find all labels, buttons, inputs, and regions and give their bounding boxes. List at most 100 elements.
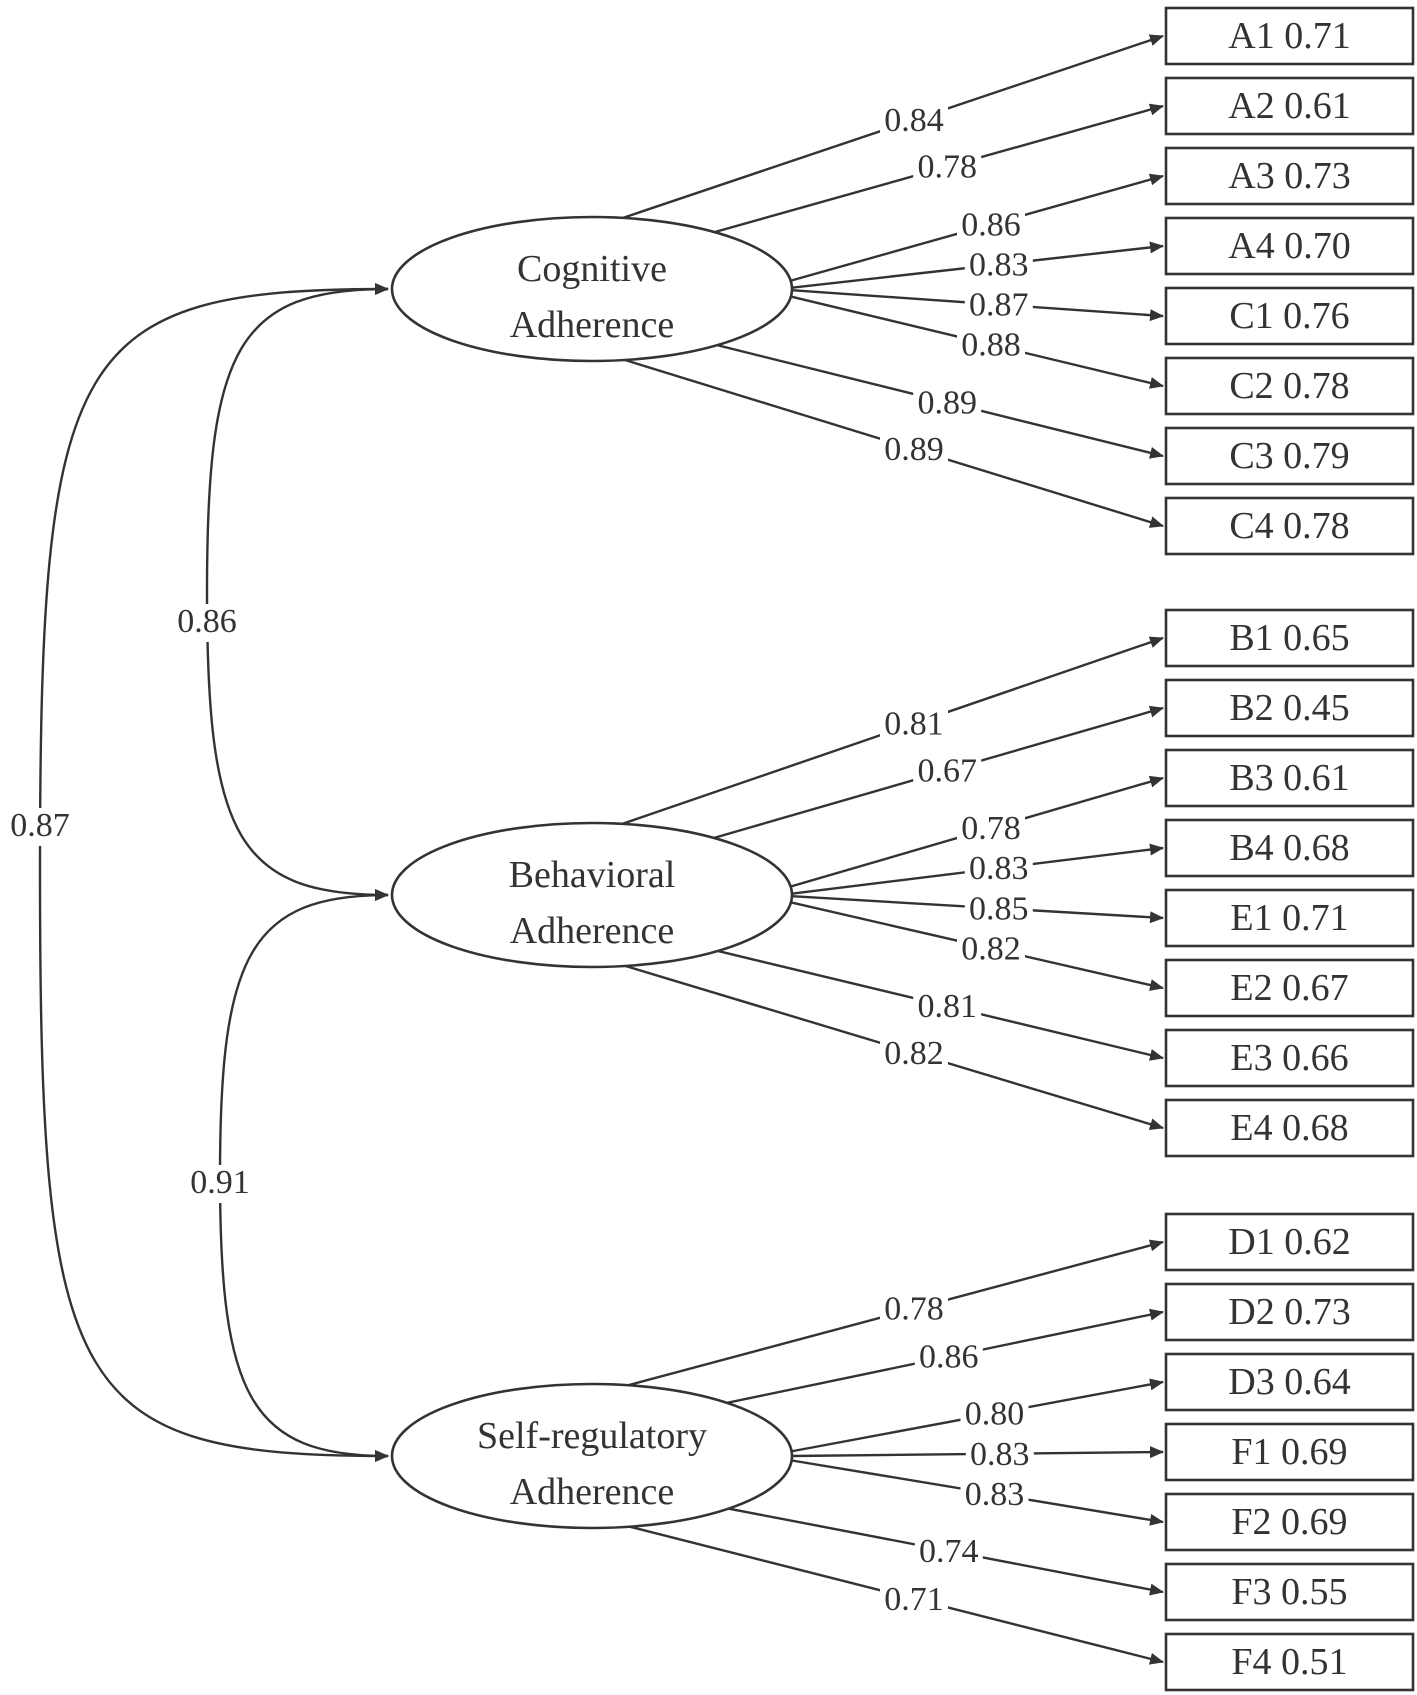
indicator-box-C4 <box>1164 496 1415 556</box>
indicator-box-C3 <box>1164 426 1415 486</box>
indicator-box-D3 <box>1164 1352 1415 1412</box>
correlation-arc-cognitive-behavioral <box>205 283 389 593</box>
loading-label-E3: 0.81 <box>917 988 977 1025</box>
indicator-label-A1: A1 0.71 <box>1228 15 1350 57</box>
loading-label-B2: 0.67 <box>917 753 977 790</box>
indicator-box-F2 <box>1164 1492 1415 1552</box>
indicator-label-F1: F1 0.69 <box>1231 1431 1347 1473</box>
loading-label-bg <box>913 383 982 418</box>
loading-label-F4: 0.71 <box>884 1581 944 1618</box>
loading-label-C1: 0.87 <box>969 287 1029 324</box>
indicator-box-E3 <box>1164 1028 1415 1088</box>
indicator-box-D2 <box>1164 1282 1415 1342</box>
correlation-label-cognitive-behavioral: 0.86 <box>177 603 237 640</box>
correlation-label-cognitive-self-regulatory: 0.87 <box>10 807 70 844</box>
loading-label-bg <box>880 1289 948 1324</box>
indicator-box-A1 <box>1164 6 1415 66</box>
loading-label-D3: 0.80 <box>965 1396 1025 1433</box>
correlation-arc-cognitive-behavioral <box>205 591 389 901</box>
loading-label-bg <box>880 100 948 135</box>
loading-label-A2: 0.78 <box>917 149 977 186</box>
loading-label-bg <box>960 1394 1029 1429</box>
indicator-label-B1: B1 0.65 <box>1229 617 1349 659</box>
node-layer: A1 0.71 A2 0.61 A3 0.73 A4 0.70 C1 0.76 C2 0.… <box>390 6 1415 1692</box>
indicator-label-E2: E2 0.67 <box>1230 967 1348 1009</box>
loading-label-F2: 0.83 <box>965 1476 1025 1513</box>
correlation-arc-cognitive-self-regulatory <box>38 872 389 1462</box>
factor-ellipse-behavioral <box>390 821 794 969</box>
loading-label-bg <box>880 1579 948 1614</box>
indicator-label-C4: C4 0.78 <box>1229 505 1349 547</box>
loading-label-F1: 0.83 <box>970 1436 1030 1473</box>
loading-label-A3: 0.86 <box>961 206 1021 243</box>
factor-label-behavioral: Adherence <box>510 910 675 952</box>
factor-label-self-regulatory: Self-regulatory <box>477 1415 707 1457</box>
loading-label-bg <box>913 987 982 1022</box>
indicator-box-D1 <box>1164 1212 1415 1272</box>
indicator-label-B3: B3 0.61 <box>1229 757 1349 799</box>
indicator-label-C2: C2 0.78 <box>1229 365 1349 407</box>
factor-ellipse-cognitive <box>390 215 794 363</box>
factor-ellipse-self-regulatory <box>390 1382 794 1530</box>
indicator-label-E4: E4 0.68 <box>1230 1107 1348 1149</box>
loading-label-bg <box>957 929 1025 964</box>
loading-label-bg <box>965 1434 1034 1469</box>
indicator-label-B2: B2 0.45 <box>1229 687 1349 729</box>
loading-label-bg <box>880 430 948 465</box>
indicator-box-A2 <box>1164 76 1415 136</box>
indicator-box-F4 <box>1164 1632 1415 1692</box>
indicator-box-A3 <box>1164 146 1415 206</box>
loading-label-D2: 0.86 <box>919 1339 979 1376</box>
loading-label-bg <box>880 1033 948 1068</box>
loading-edge-layer: 0.840.780.860.830.870.880.890.890.810.67… <box>596 34 1164 1665</box>
loading-label-D1: 0.78 <box>884 1291 944 1328</box>
indicator-box-B2 <box>1164 678 1415 738</box>
indicator-label-C1: C1 0.76 <box>1229 295 1349 337</box>
loading-label-E2: 0.82 <box>961 931 1021 968</box>
indicator-box-C1 <box>1164 286 1415 346</box>
correlation-arc-behavioral-self-regulatory <box>218 1175 389 1462</box>
indicator-box-E1 <box>1164 888 1415 948</box>
indicator-box-B4 <box>1164 818 1415 878</box>
loading-label-B4: 0.83 <box>969 850 1029 887</box>
factor-label-behavioral: Behavioral <box>509 854 676 896</box>
indicator-label-B4: B4 0.68 <box>1229 827 1349 869</box>
correlation-label-bg <box>169 604 245 642</box>
indicator-label-D2: D2 0.73 <box>1228 1291 1350 1333</box>
indicator-box-F3 <box>1164 1562 1415 1622</box>
loading-label-bg <box>964 889 1033 924</box>
loading-label-bg <box>957 205 1025 240</box>
loading-label-B3: 0.78 <box>961 810 1021 847</box>
indicator-box-E2 <box>1164 958 1415 1018</box>
loading-label-A4: 0.83 <box>969 246 1029 283</box>
correlation-arc-behavioral-self-regulatory <box>218 889 389 1176</box>
loading-label-bg <box>914 1531 983 1566</box>
indicator-box-C2 <box>1164 356 1415 416</box>
factor-label-cognitive: Cognitive <box>517 248 667 290</box>
indicator-label-F3: F3 0.55 <box>1231 1571 1347 1613</box>
loading-label-bg <box>960 1475 1029 1509</box>
loading-label-bg <box>913 751 982 786</box>
indicator-box-A4 <box>1164 216 1415 276</box>
indicator-label-A4: A4 0.70 <box>1228 225 1350 267</box>
loading-label-bg <box>964 849 1033 884</box>
indicator-box-B1 <box>1164 608 1415 668</box>
factor-label-self-regulatory: Adherence <box>510 1471 675 1513</box>
indicator-box-F1 <box>1164 1422 1415 1482</box>
correlation-label-bg <box>182 1165 258 1203</box>
loading-label-C2: 0.88 <box>961 327 1021 364</box>
indicator-label-A2: A2 0.61 <box>1228 85 1350 127</box>
loading-label-bg <box>957 809 1025 844</box>
indicator-label-E3: E3 0.66 <box>1230 1037 1348 1079</box>
indicator-box-B3 <box>1164 748 1415 808</box>
loading-label-A1: 0.84 <box>884 102 944 139</box>
indicator-box-E4 <box>1164 1098 1415 1158</box>
loading-label-F3: 0.74 <box>919 1533 979 1570</box>
loading-label-bg <box>957 325 1025 360</box>
factor-label-cognitive: Adherence <box>510 304 675 346</box>
loading-label-bg <box>964 245 1033 280</box>
loading-label-C4: 0.89 <box>884 431 944 468</box>
indicator-label-A3: A3 0.73 <box>1228 155 1350 197</box>
correlation-layer: 0.860.910.87 <box>2 283 389 1462</box>
loading-label-bg <box>964 285 1033 320</box>
